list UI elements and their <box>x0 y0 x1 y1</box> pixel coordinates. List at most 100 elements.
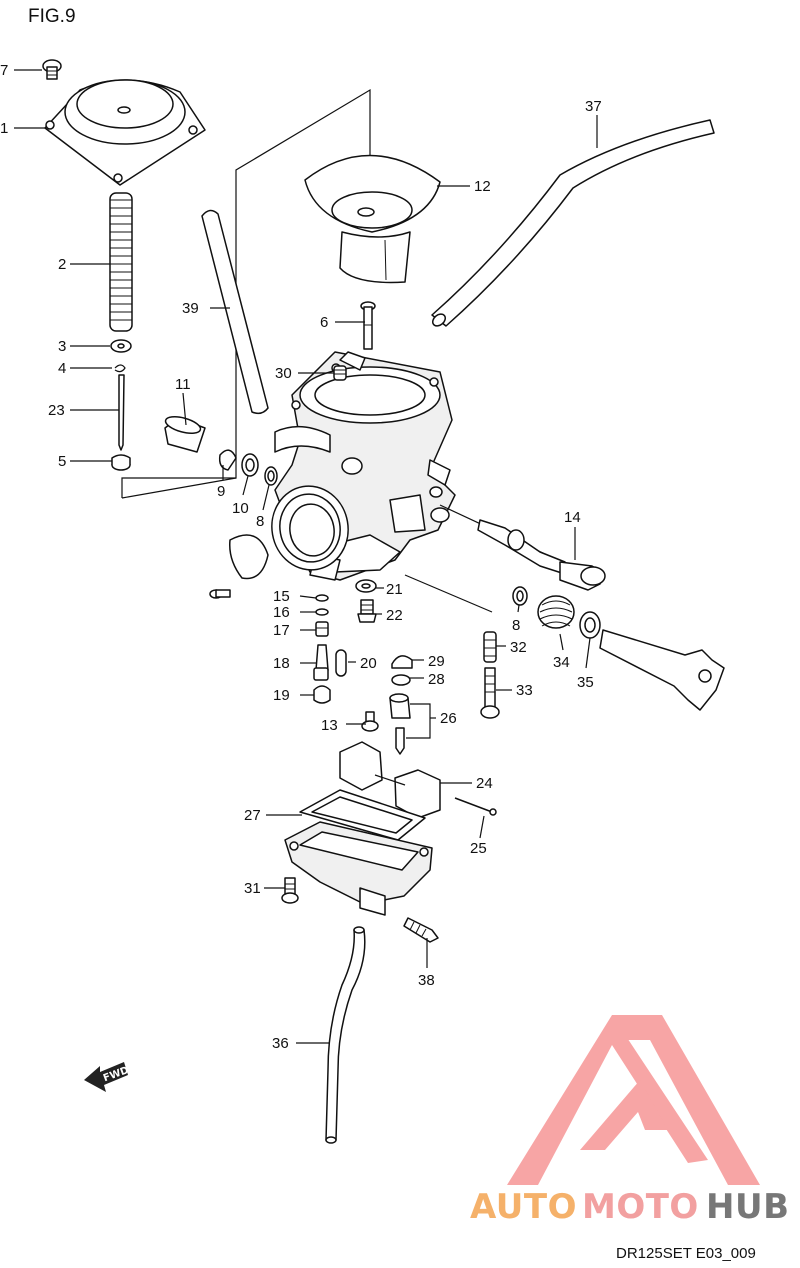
callout-29: 29 <box>428 653 445 670</box>
callout-15: 15 <box>273 588 290 605</box>
callout-18: 18 <box>273 655 290 672</box>
callout-39: 39 <box>182 300 199 317</box>
part-8-oring-icon <box>264 466 278 486</box>
watermark-auto: AUTO <box>470 1187 577 1227</box>
callout-20: 20 <box>360 655 377 672</box>
part-4-clip-icon <box>114 364 126 373</box>
callout-23: 23 <box>48 402 65 419</box>
callout-17: 17 <box>273 622 290 639</box>
callout-5: 5 <box>58 453 66 470</box>
part-35-collar-icon <box>579 611 601 639</box>
callout-38: 38 <box>418 972 435 989</box>
part-14-choke-cable-icon <box>477 519 606 591</box>
part-21-washer-icon <box>355 579 377 593</box>
leader-lines <box>14 69 598 1044</box>
part-carburetor-body-icon <box>271 351 591 581</box>
callout-33: 33 <box>516 682 533 699</box>
watermark-logo <box>507 1015 760 1185</box>
part-38-drain-screw-icon <box>403 917 439 943</box>
callout-28: 28 <box>428 671 445 688</box>
callout-27: 27 <box>244 807 261 824</box>
callout-24: 24 <box>476 775 493 792</box>
part-2-spring-icon <box>109 192 133 332</box>
part-29-cap-icon <box>391 655 413 669</box>
part-9-clip-icon <box>218 449 237 471</box>
logo-triangle-inner <box>580 1080 668 1150</box>
callout-9: 9 <box>217 483 225 500</box>
logo-triangle-right <box>612 1015 760 1185</box>
part-25-float-pin-icon <box>454 797 497 816</box>
part-26-float-valve-icon <box>389 693 411 755</box>
callout-26: 26 <box>440 710 457 727</box>
callout-8a: 8 <box>256 513 264 530</box>
callout-22: 22 <box>386 607 403 624</box>
fwd-arrow-icon: FWD <box>84 1062 130 1092</box>
part-1-top-cap-icon <box>44 79 206 186</box>
callout-32: 32 <box>510 639 527 656</box>
part-39-vent-tube-icon <box>201 209 269 415</box>
part-float-chamber-icon <box>284 821 433 916</box>
part-17-pilot-jet-icon <box>315 621 329 637</box>
part-33-throttle-stop-screw-icon <box>480 667 500 719</box>
part-23-jet-needle-icon <box>118 374 125 451</box>
callout-25: 25 <box>470 840 487 857</box>
part-5-seat-icon <box>111 454 131 471</box>
part-6-screw-icon <box>360 301 376 350</box>
part-10-washer-icon <box>241 453 259 477</box>
part-16-oring-icon <box>315 608 329 616</box>
logo-triangle-left <box>507 1015 708 1185</box>
part-19-jet-icon <box>313 685 331 704</box>
callout-12: 12 <box>474 178 491 195</box>
figure-title: FIG.9 <box>28 6 76 27</box>
callout-34: 34 <box>553 654 570 671</box>
part-throttle-shaft-icon <box>599 629 725 711</box>
bracket-guide-33 <box>404 574 493 613</box>
callout-16: 16 <box>273 604 290 621</box>
part-13-screw-icon <box>361 711 379 732</box>
callout-36: 36 <box>272 1035 289 1052</box>
watermark-moto: MOTO <box>582 1187 699 1227</box>
part-11-sleeve-icon <box>164 416 206 453</box>
part-30-spring-icon <box>333 365 347 381</box>
part-31-screw-icon <box>281 877 299 904</box>
part-18-screw-icon <box>313 644 329 681</box>
callout-10: 10 <box>232 500 249 517</box>
part-22-main-jet-icon <box>357 599 377 623</box>
assembly-bracket-diag <box>121 477 237 499</box>
callout-11: 11 <box>175 376 191 393</box>
callout-37: 37 <box>585 98 602 115</box>
part-28-washer-icon <box>391 674 411 686</box>
part-12-piston-diaphragm-icon <box>304 154 441 284</box>
callout-3: 3 <box>58 338 66 355</box>
watermark-text: AUTO MOTO HUB <box>470 1187 789 1227</box>
callout-19: 19 <box>273 687 290 704</box>
callout-30: 30 <box>275 365 292 382</box>
callout-6: 6 <box>320 314 328 331</box>
callout-21: 21 <box>386 581 403 598</box>
part-7-screw-icon <box>42 59 62 80</box>
part-32-spring-icon <box>483 631 497 663</box>
callout-1: 1 <box>0 120 8 137</box>
fwd-label: FWD <box>102 1065 130 1084</box>
part-15-washer-icon <box>315 594 329 602</box>
callout-2: 2 <box>58 256 66 273</box>
callout-4: 4 <box>58 360 66 377</box>
part-37-hose-icon <box>431 119 715 327</box>
callout-8b: 8 <box>512 617 520 634</box>
part-27-gasket-icon <box>299 789 426 841</box>
callout-13: 13 <box>321 717 338 734</box>
part-3-washer-icon <box>110 339 132 353</box>
part-accelerator-plate-icon <box>229 534 269 580</box>
part-20-needle-jet-icon <box>335 649 347 677</box>
part-8b-oring-icon <box>512 586 528 606</box>
part-plate-screw-icon <box>209 589 231 599</box>
callout-labels: 7 1 2 3 4 23 5 11 39 12 37 6 30 9 10 8 1… <box>0 62 602 1052</box>
watermark-hub: HUB <box>706 1187 789 1227</box>
part-36-drain-hose-icon <box>325 926 366 1144</box>
callout-14: 14 <box>564 509 581 526</box>
callout-7: 7 <box>0 62 8 79</box>
part-34-throttle-spring-icon <box>537 595 575 629</box>
callout-31: 31 <box>244 880 261 897</box>
part-24-float-icon <box>339 741 441 819</box>
